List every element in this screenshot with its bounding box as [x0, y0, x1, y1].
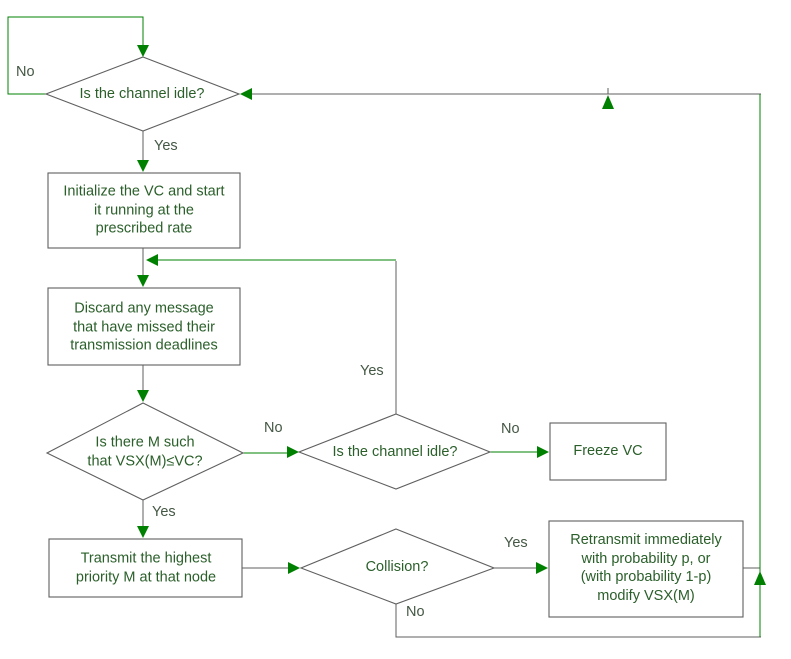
process-transmit-highest-label: Transmit the highest priority M at that …	[76, 550, 216, 587]
edge-label-yes-m-exists: Yes	[152, 504, 176, 520]
arrowhead-into-freeze	[537, 446, 549, 458]
decision-collision-label: Collision?	[365, 558, 429, 575]
process-retransmit-line4: modify VSX(M)	[597, 587, 695, 604]
process-transmit-highest-box	[48, 538, 243, 598]
arrowhead-into-idle-mid	[287, 446, 299, 458]
edge-idle-no-loop	[7, 16, 144, 95]
process-initialize-vc-line3: prescribed rate	[95, 220, 193, 237]
process-retransmit-line2: with probability p, or	[581, 550, 711, 567]
arrowhead-into-discard	[137, 275, 149, 287]
edge-label-no-collision: No	[406, 604, 425, 620]
decision-m-exists-label: Is there M such that VSX(M)≤VC?	[87, 434, 202, 471]
process-transmit-highest-line1: Transmit the highest	[80, 550, 212, 567]
arrowhead-into-idle-top-right	[240, 88, 252, 100]
arrowhead-into-idle-top	[137, 45, 149, 57]
arrowhead-merge-up	[602, 95, 614, 109]
arrowhead-yes-return	[146, 254, 158, 266]
process-retransmit-line3: (with probability 1-p)	[580, 569, 712, 585]
decision-m-exists-line1: Is there M such	[95, 434, 195, 451]
process-discard-messages-line1: Discard any message	[74, 300, 214, 317]
decision-channel-idle-top-label: Is the channel idle?	[79, 85, 205, 102]
decision-m-exists-line2: that VSX(M)≤VC?	[87, 453, 203, 469]
decision-channel-idle-mid-label: Is the channel idle?	[332, 443, 458, 460]
edge-label-yes-top: Yes	[154, 138, 178, 154]
process-discard-messages-label: Discard any message that have missed the…	[70, 299, 218, 355]
edge-label-no-idle-mid: No	[501, 421, 520, 437]
process-initialize-vc-line2: it running at the	[94, 201, 194, 218]
edge-label-no-m-exists: No	[264, 420, 283, 436]
process-retransmit-label: Retransmit immediately with probability …	[570, 531, 722, 605]
arrowhead-into-collision	[288, 562, 300, 574]
edge-label-yes-collision: Yes	[504, 535, 528, 551]
edge-label-no-top: No	[16, 64, 35, 80]
decision-m-exists-diamond	[45, 402, 245, 501]
decision-channel-idle-top-diamond	[44, 56, 241, 132]
process-freeze-vc-box	[549, 422, 667, 481]
process-retransmit-line1: Retransmit immediately	[570, 532, 722, 548]
process-initialize-vc-box	[47, 172, 241, 249]
process-transmit-highest-line2: priority M at that node	[75, 569, 217, 585]
process-retransmit-box	[548, 520, 744, 618]
edge-collision-no	[395, 604, 761, 638]
process-discard-messages-line3: transmission deadlines	[70, 337, 218, 354]
arrowhead-into-transmit	[137, 526, 149, 538]
process-initialize-vc-label: Initialize the VC and start it running a…	[63, 182, 224, 238]
edge-label-yes-return: Yes	[360, 363, 384, 379]
arrowhead-into-retransmit	[536, 562, 548, 574]
arrowhead-into-m-exists	[137, 390, 149, 402]
process-discard-messages-box	[47, 287, 241, 366]
process-initialize-vc-line1: Initialize the VC and start	[63, 183, 225, 200]
decision-collision-diamond	[299, 528, 496, 605]
arrowhead-into-initialize	[137, 160, 149, 172]
process-freeze-vc-label: Freeze VC	[573, 442, 643, 459]
arrowhead-return-up	[754, 571, 766, 585]
process-discard-messages-line2: that have missed their	[73, 318, 215, 335]
decision-channel-idle-mid-diamond	[297, 413, 492, 490]
